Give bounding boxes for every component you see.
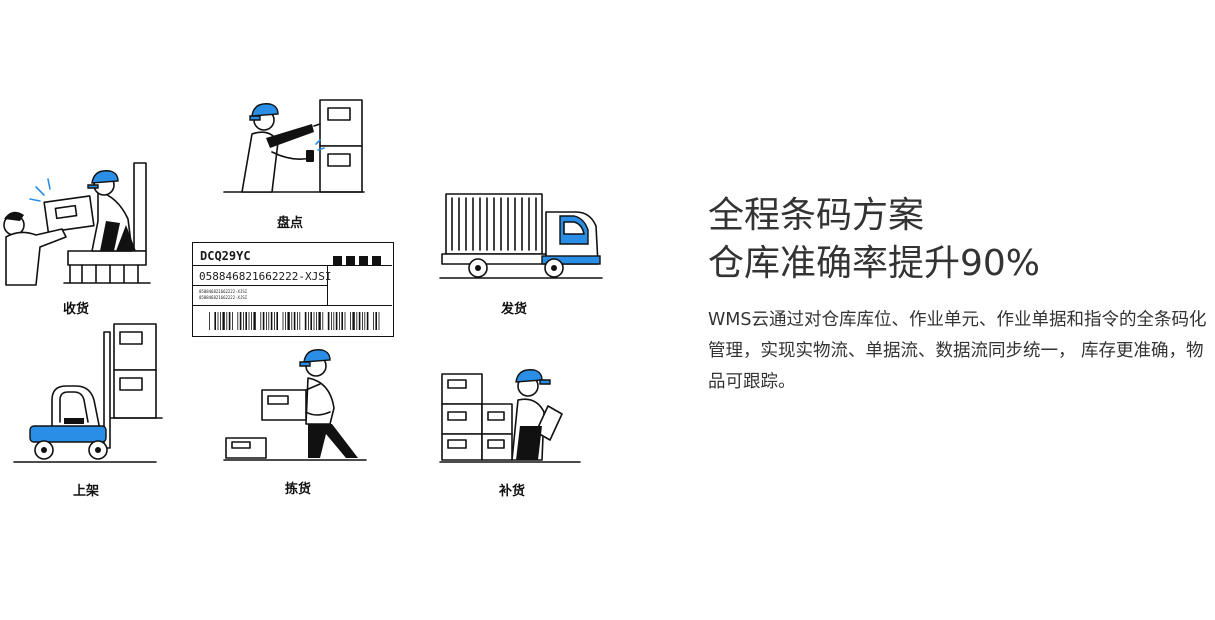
shipping-illustration xyxy=(439,190,603,285)
replenishment-label: 补货 xyxy=(498,484,525,499)
picking-label: 拣货 xyxy=(284,482,311,497)
shelving-illustration xyxy=(13,322,164,464)
hero-title-line1: 全程条码方案 xyxy=(708,195,925,236)
shipping-label: 发货 xyxy=(500,302,527,317)
barcode-squares xyxy=(333,251,383,270)
hero-title-line2: 仓库准确率提升90% xyxy=(708,243,1041,284)
barcode-small-line2: 058846821662222-XJSI xyxy=(199,295,248,300)
barcode-label-card: DCQ29YC 058846821662222-XJSI 05884682166… xyxy=(192,242,394,337)
receiving-illustration xyxy=(0,155,160,286)
barcode-code: DCQ29YC xyxy=(200,249,251,263)
stocktake-label: 盘点 xyxy=(276,216,303,231)
shelving-label: 上架 xyxy=(72,484,99,499)
barcode-number: 058846821662222-XJSI xyxy=(199,270,332,283)
barcode-small-line1: 058846821662222-XJSI xyxy=(199,289,248,294)
receiving-label: 收货 xyxy=(62,302,89,317)
picking-illustration xyxy=(223,349,367,462)
hero-description: WMS云通过对仓库库位、作业单元、作业单据和指令的全条码化管理，实现实物流、单据… xyxy=(708,310,1207,392)
barcode-bars xyxy=(209,312,385,334)
stocktake-illustration xyxy=(222,98,367,198)
replenishment-illustration xyxy=(439,369,582,466)
